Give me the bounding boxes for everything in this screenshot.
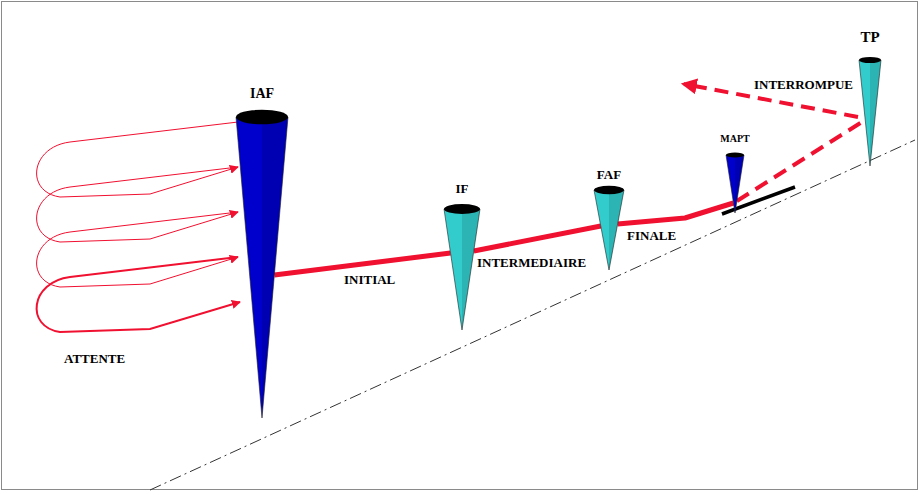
fix-cone: FAF — [591, 168, 627, 272]
cone-shade — [609, 190, 624, 270]
holding-patterns — [37, 122, 240, 332]
approach-segment — [274, 253, 450, 275]
approach-segment — [618, 203, 734, 224]
cone-top — [859, 57, 881, 63]
cone-shade — [262, 117, 288, 418]
cone-top — [236, 110, 288, 125]
segment-label: FINALE — [625, 229, 678, 244]
fix-cone: IF — [441, 182, 483, 332]
fix-name: FAF — [591, 168, 627, 183]
holding-pattern — [37, 257, 240, 332]
cone-body — [444, 209, 480, 330]
cone-body — [236, 117, 288, 418]
fix-cone: MAPT — [717, 133, 753, 215]
cone-shape — [856, 29, 884, 168]
cone-shade — [735, 155, 744, 213]
cone-body — [726, 155, 744, 213]
fix-name: IF — [441, 182, 483, 197]
segment-label: INITIAL — [342, 273, 397, 288]
cone-top — [594, 186, 624, 194]
fix-cone: IAF — [233, 86, 291, 420]
cone-body — [859, 60, 881, 166]
approach-segment — [737, 120, 865, 201]
cone-shape — [441, 182, 483, 332]
cone-shape — [591, 168, 627, 272]
cone-top — [444, 204, 480, 214]
holding-pattern — [37, 122, 238, 197]
fix-name: TP — [856, 29, 884, 46]
cone-body — [594, 190, 624, 270]
holding-pattern — [37, 212, 238, 287]
cone-top — [726, 152, 744, 157]
fix-name: IAF — [233, 86, 291, 102]
phase-label: ATTENTE — [62, 352, 127, 367]
segment-label: INTERMEDIAIRE — [475, 256, 588, 271]
cone-shape — [717, 133, 753, 215]
approach-segment — [474, 226, 601, 251]
cone-shade — [870, 60, 881, 166]
phase-label: INTERROMPUE — [752, 78, 855, 93]
fix-cone: TP — [856, 29, 884, 168]
fix-name: MAPT — [717, 133, 753, 145]
holding-pattern — [37, 167, 238, 242]
cone-shape — [233, 86, 291, 420]
